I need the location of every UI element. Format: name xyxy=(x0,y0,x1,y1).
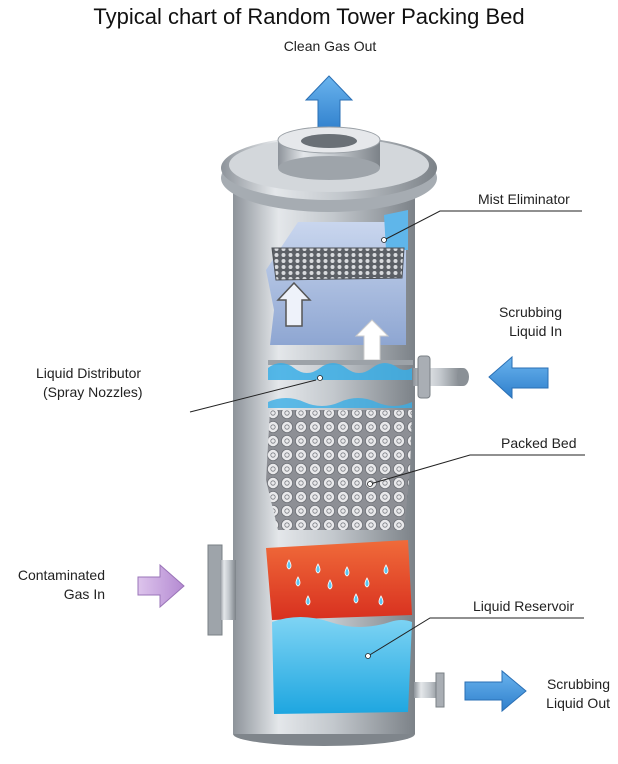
label-contaminated-gas-in: Contaminated Gas In xyxy=(17,567,105,602)
liquid-reservoir xyxy=(272,617,412,714)
label-packed-bed: Packed Bed xyxy=(501,435,577,451)
leader-lines xyxy=(189,210,585,657)
liquid-in-arrow xyxy=(488,355,549,400)
gas-inlet-flange xyxy=(207,544,236,636)
label-scrubbing-liquid-out: Scrubbing Liquid Out xyxy=(546,676,610,711)
gas-flow-arrows xyxy=(276,281,390,361)
diagram-title: Typical chart of Random Tower Packing Be… xyxy=(93,4,525,29)
label-clean-gas-out: Clean Gas Out xyxy=(283,38,377,54)
label-scrubbing-liquid-in: Scrubbing Liquid In xyxy=(498,304,562,339)
liquid-out-arrow xyxy=(464,669,527,713)
liquid-out-pipe xyxy=(414,672,445,708)
liquid-distributor xyxy=(268,360,413,408)
label-liquid-reservoir: Liquid Reservoir xyxy=(473,598,575,614)
leader-dots xyxy=(317,237,387,659)
scrubbing-liquid-in-pipe xyxy=(413,355,469,399)
mist-eliminator-mesh xyxy=(271,247,405,281)
label-mist-eliminator: Mist Eliminator xyxy=(478,191,570,207)
gas-in-arrow xyxy=(137,563,185,609)
reaction-zone xyxy=(266,540,412,620)
clean-gas-out-arrow xyxy=(304,75,354,133)
packed-bed xyxy=(266,410,412,530)
label-liquid-distributor: Liquid Distributor (Spray Nozzles) xyxy=(36,365,143,400)
